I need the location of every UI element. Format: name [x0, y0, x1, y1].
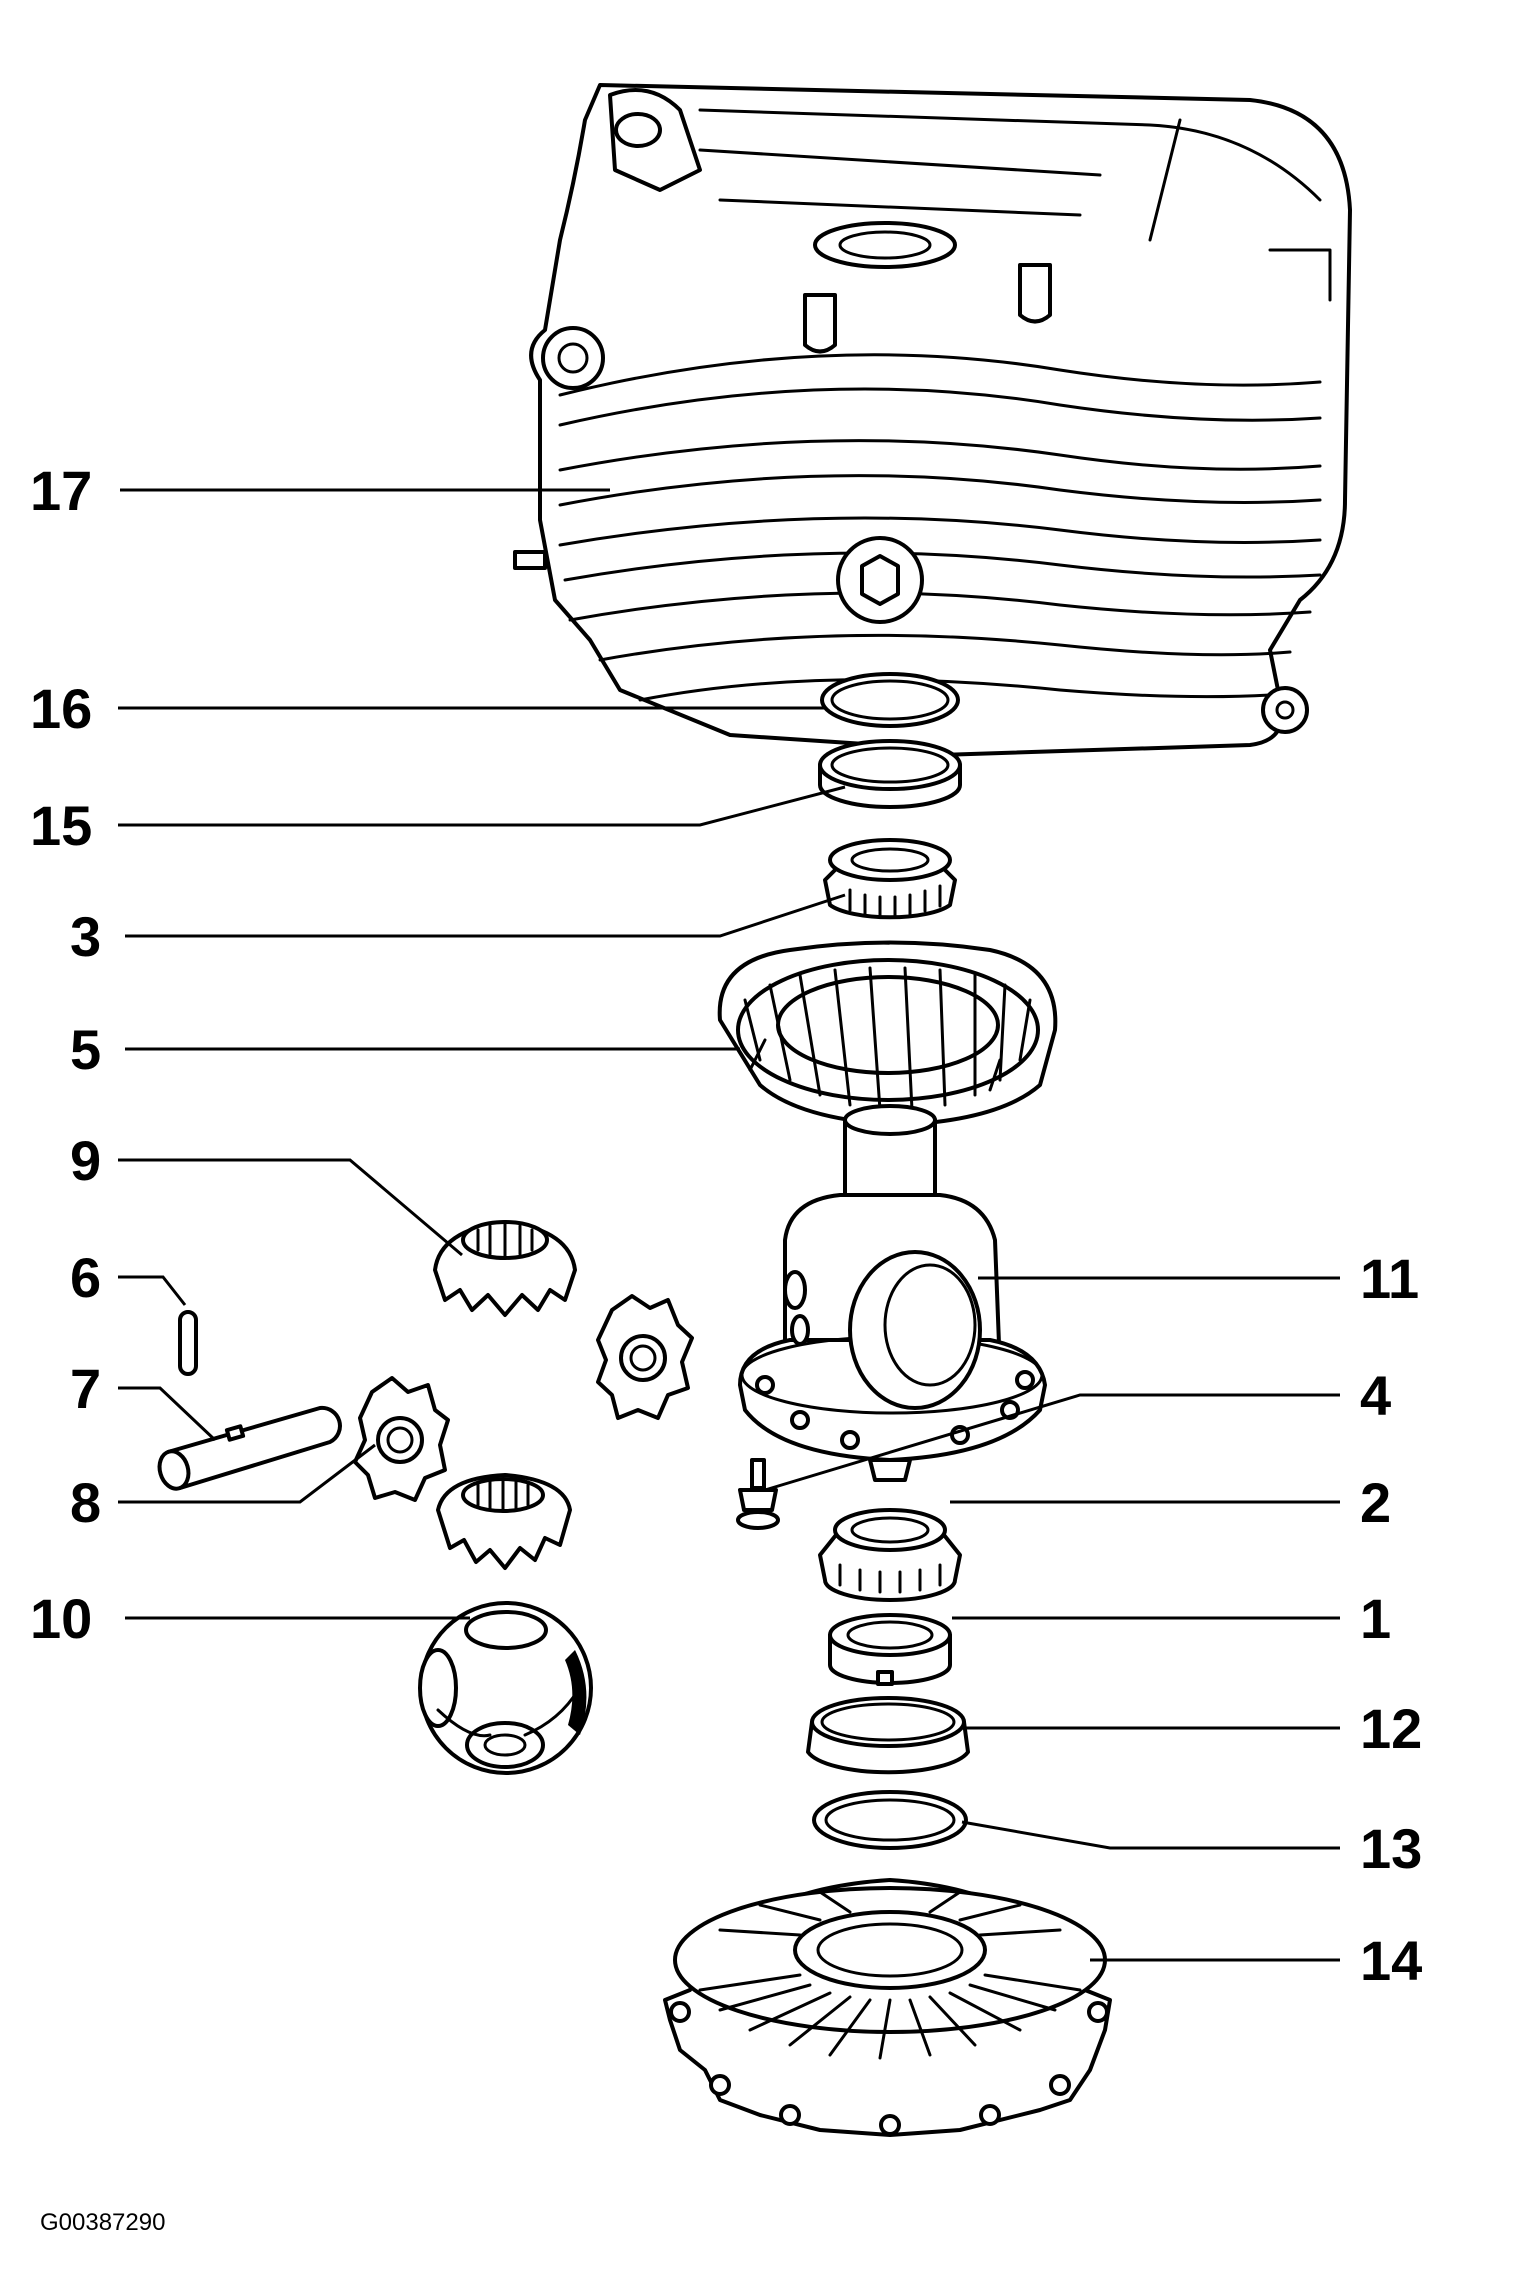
leader-7 [118, 1386, 217, 1442]
callout-17: 17 [30, 459, 92, 522]
part-2-lower-bearing [818, 1508, 962, 1602]
part-14-side-cover [663, 1878, 1112, 2137]
part-10-thrust-ball [418, 1601, 593, 1775]
part-13-o-ring [812, 1790, 968, 1850]
callout-12: 12 [1360, 1697, 1422, 1760]
leader-9 [118, 1158, 463, 1257]
part-15-shim [818, 739, 962, 809]
callout-5: 5 [70, 1018, 101, 1081]
figure-id: G00387290 [40, 2209, 165, 2236]
part-9-side-gear [433, 1220, 577, 1317]
part-12-shim [806, 1696, 970, 1775]
callout-1: 1 [1360, 1587, 1391, 1650]
callout-10: 10 [30, 1587, 92, 1650]
callout-9: 9 [70, 1129, 101, 1192]
callout-14: 14 [1360, 1929, 1422, 1992]
part-1-bearing-race [828, 1613, 952, 1686]
leader-lines [118, 488, 1340, 1962]
leader-3 [125, 893, 846, 938]
callout-6: 6 [70, 1246, 101, 1309]
leader-15 [118, 785, 846, 827]
callout-4: 4 [1360, 1364, 1391, 1427]
part-16-o-ring [820, 672, 960, 728]
callout-7: 7 [70, 1357, 101, 1420]
callout-labels: 17 16 15 3 5 9 6 7 8 10 11 4 2 1 12 13 1… [30, 459, 1422, 1992]
callout-13: 13 [1360, 1817, 1422, 1880]
leader-8 [118, 1443, 376, 1504]
callout-2: 2 [1360, 1471, 1391, 1534]
leader-13 [961, 1820, 1340, 1850]
part-6-pin [178, 1310, 198, 1376]
callout-15: 15 [30, 794, 92, 857]
part-17-housing [513, 83, 1352, 757]
part-3-upper-bearing [823, 838, 957, 920]
part-11-differential-case [738, 1104, 1047, 1482]
callout-3: 3 [70, 905, 101, 968]
part-7-shaft [157, 1405, 342, 1491]
part-4-bolt [736, 1458, 780, 1530]
callout-11: 11 [1360, 1247, 1419, 1310]
callout-8: 8 [70, 1471, 101, 1534]
callout-16: 16 [30, 677, 92, 740]
part-side-gear-lower [436, 1473, 572, 1570]
part-pinion-gear-right [596, 1294, 694, 1420]
part-5-crown-gear [717, 940, 1058, 1127]
leader-4 [764, 1393, 1340, 1492]
leader-6 [118, 1275, 187, 1306]
part-8-pinion-gear [353, 1376, 450, 1502]
